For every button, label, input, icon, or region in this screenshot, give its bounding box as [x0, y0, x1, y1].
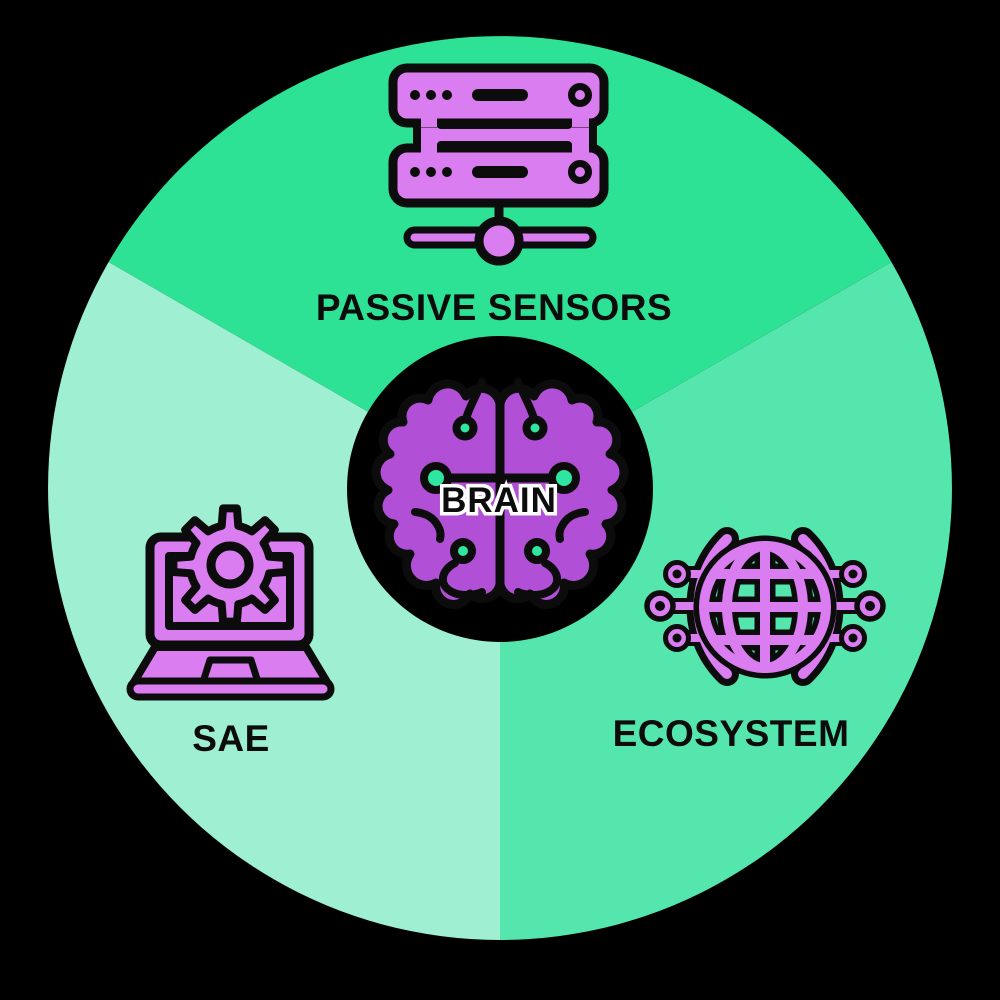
- rack-dot: [442, 167, 452, 177]
- gear-hole: [206, 541, 254, 589]
- center-label: BRAIN: [441, 481, 557, 520]
- brain-circuit-icon: BRAIN: [372, 366, 628, 618]
- rack-led-ring: [568, 160, 592, 184]
- server-racks: [388, 63, 609, 266]
- rack-row-details: [410, 83, 592, 184]
- joint-patch: [572, 115, 589, 127]
- globe-gridlines: [704, 546, 826, 668]
- rack-dot: [426, 167, 436, 177]
- laptop-base-bar: [126, 677, 335, 701]
- globe-circuit-icon: [642, 528, 888, 686]
- joint-patch: [421, 115, 437, 127]
- label-passive-sensors: PASSIVE SENSORS: [315, 287, 673, 328]
- gear: [169, 504, 291, 626]
- rack-dot: [426, 90, 436, 100]
- network-node: [474, 216, 524, 266]
- rack-dot: [442, 90, 452, 100]
- rack-led-ring: [568, 83, 592, 107]
- label-ecosystem: ECOSYSTEM: [612, 713, 850, 754]
- server-network-icon: [388, 63, 609, 266]
- joint-patch: [421, 143, 437, 154]
- laptop-gear-icon: [126, 504, 335, 701]
- joint-patch: [572, 143, 589, 154]
- rack-dot: [410, 90, 420, 100]
- rack-dot: [410, 167, 420, 177]
- label-sae: SAE: [192, 718, 270, 759]
